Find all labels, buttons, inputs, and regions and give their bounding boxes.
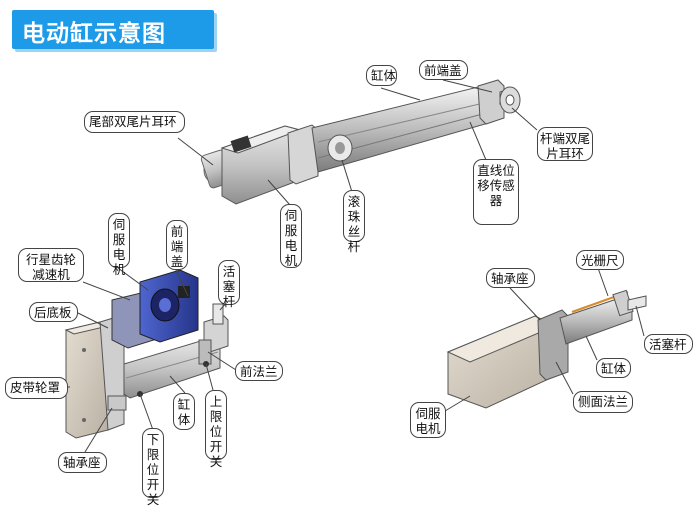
- left-actuator-drawing: [64, 269, 229, 439]
- callout-cylinder-top: 缸体: [366, 65, 397, 86]
- callout-rod-end-ring: 杆端双尾片耳环: [537, 127, 593, 161]
- top-actuator-drawing: [200, 79, 521, 205]
- callout-tail-ring: 尾部双尾片耳环: [84, 111, 185, 133]
- callout-servo-motor-right: 伺服电机: [410, 402, 446, 438]
- callout-piston-rod-left: 活塞杆: [218, 260, 240, 309]
- side-flange-part: [537, 309, 569, 381]
- top-front-cover-part: [477, 79, 505, 125]
- callout-linear-sensor: 直线位移传感器: [473, 159, 519, 225]
- top-leader-lines: [177, 79, 538, 206]
- callout-bearing-right: 轴承座: [486, 268, 535, 288]
- callout-cylinder-right: 缸体: [596, 358, 631, 378]
- callout-ball-screw: 滚珠丝杆: [343, 190, 365, 254]
- rod-end-ring-part: [499, 86, 521, 114]
- callout-rear-plate: 后底板: [29, 302, 78, 322]
- callout-front-cover-top: 前端盖: [419, 60, 468, 80]
- right-actuator-drawing: [446, 289, 647, 409]
- left-leader-lines: [66, 267, 237, 453]
- callout-bearing-left: 轴承座: [58, 452, 107, 473]
- callout-servo-motor-left: 伺服电机: [108, 213, 130, 277]
- callout-cylinder-left: 缸体: [173, 393, 195, 430]
- callout-front-cover-left: 前端盖: [166, 220, 188, 270]
- callout-servo-motor-top: 伺服电机: [280, 204, 302, 268]
- diagram-title: 电动缸示意图: [22, 21, 166, 47]
- callout-side-flange: 侧面法兰: [573, 391, 633, 413]
- callout-lower-limit: 下限位开关: [142, 428, 164, 507]
- callout-planetary-gear: 行星齿轮减速机: [18, 248, 84, 282]
- callout-upper-limit: 上限位开关: [205, 390, 227, 469]
- callout-grating-ruler: 光栅尺: [576, 250, 624, 270]
- callout-belt-cover: 皮带轮罩: [5, 377, 68, 399]
- right-leader-lines: [439, 267, 645, 415]
- right-piston-rod-part: [627, 295, 647, 311]
- title-banner: 电动缸示意图: [12, 10, 214, 49]
- callout-front-flange: 前法兰: [235, 361, 283, 381]
- callout-piston-rod-right: 活塞杆: [644, 334, 693, 354]
